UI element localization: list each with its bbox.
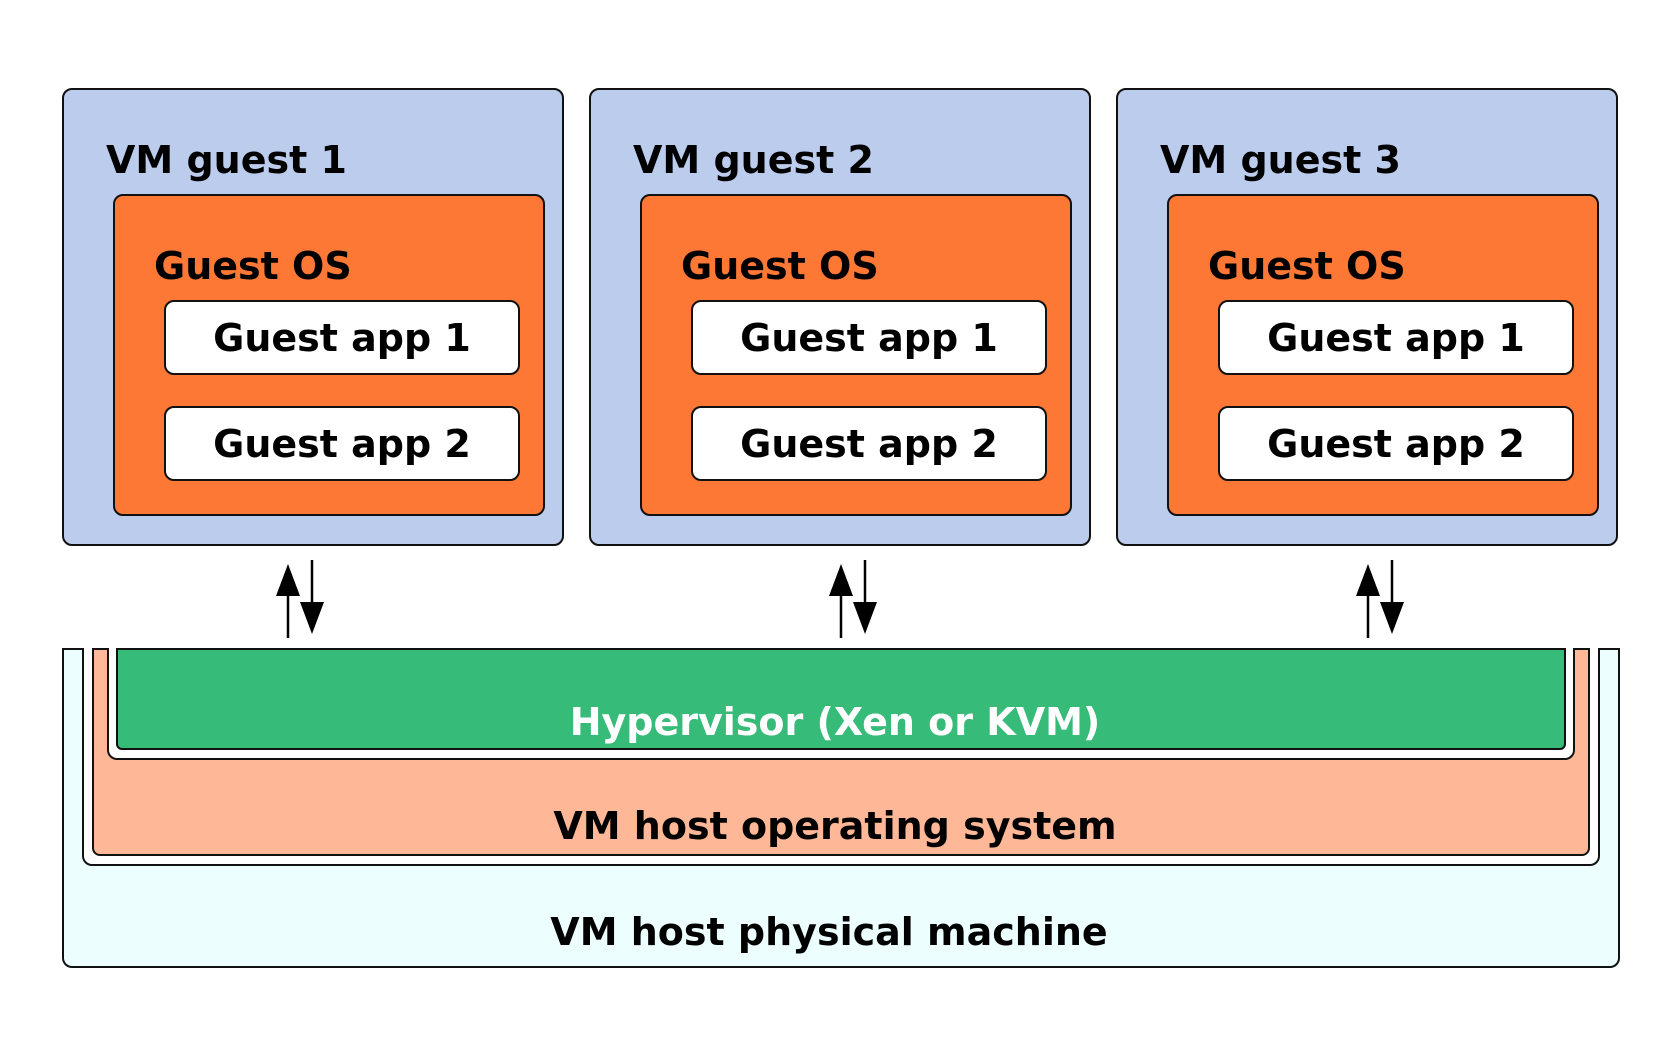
guest-os-box: Guest OS Guest app 1 Guest app 2 <box>1167 194 1599 516</box>
guest-app-1: Guest app 1 <box>691 300 1047 375</box>
guest-os-box: Guest OS Guest app 1 Guest app 2 <box>113 194 545 516</box>
guest-os-box: Guest OS Guest app 1 Guest app 2 <box>640 194 1072 516</box>
vm-guest-1: VM guest 1 Guest OS Guest app 1 Guest ap… <box>62 88 564 546</box>
bidirectional-arrow-icon <box>829 560 877 638</box>
vm-guest-title: VM guest 2 <box>633 138 874 182</box>
physical-top-left-edge <box>62 648 84 650</box>
physical-machine-label: VM host physical machine <box>550 910 1108 954</box>
guest-app-2: Guest app 2 <box>1218 406 1574 481</box>
bidirectional-arrow-icon <box>1356 560 1404 638</box>
hypervisor-layer: Hypervisor (Xen or KVM) <box>116 648 1566 750</box>
physical-right-edge <box>1618 648 1620 668</box>
vm-guest-3: VM guest 3 Guest OS Guest app 1 Guest ap… <box>1116 88 1618 546</box>
hypervisor-label: Hypervisor (Xen or KVM) <box>569 700 1101 744</box>
bidirectional-arrow-icon <box>276 560 324 638</box>
host-os-label: VM host operating system <box>553 804 1117 848</box>
vm-guest-title: VM guest 1 <box>106 138 347 182</box>
guest-os-title: Guest OS <box>1208 244 1406 288</box>
physical-left-edge <box>62 648 64 668</box>
vm-guest-title: VM guest 3 <box>1160 138 1401 182</box>
guest-app-2: Guest app 2 <box>691 406 1047 481</box>
vm-guest-2: VM guest 2 Guest OS Guest app 1 Guest ap… <box>589 88 1091 546</box>
guest-os-title: Guest OS <box>681 244 879 288</box>
guest-os-title: Guest OS <box>154 244 352 288</box>
physical-top-right-edge <box>1598 648 1620 650</box>
guest-app-1: Guest app 1 <box>164 300 520 375</box>
guest-app-1: Guest app 1 <box>1218 300 1574 375</box>
guest-app-2: Guest app 2 <box>164 406 520 481</box>
